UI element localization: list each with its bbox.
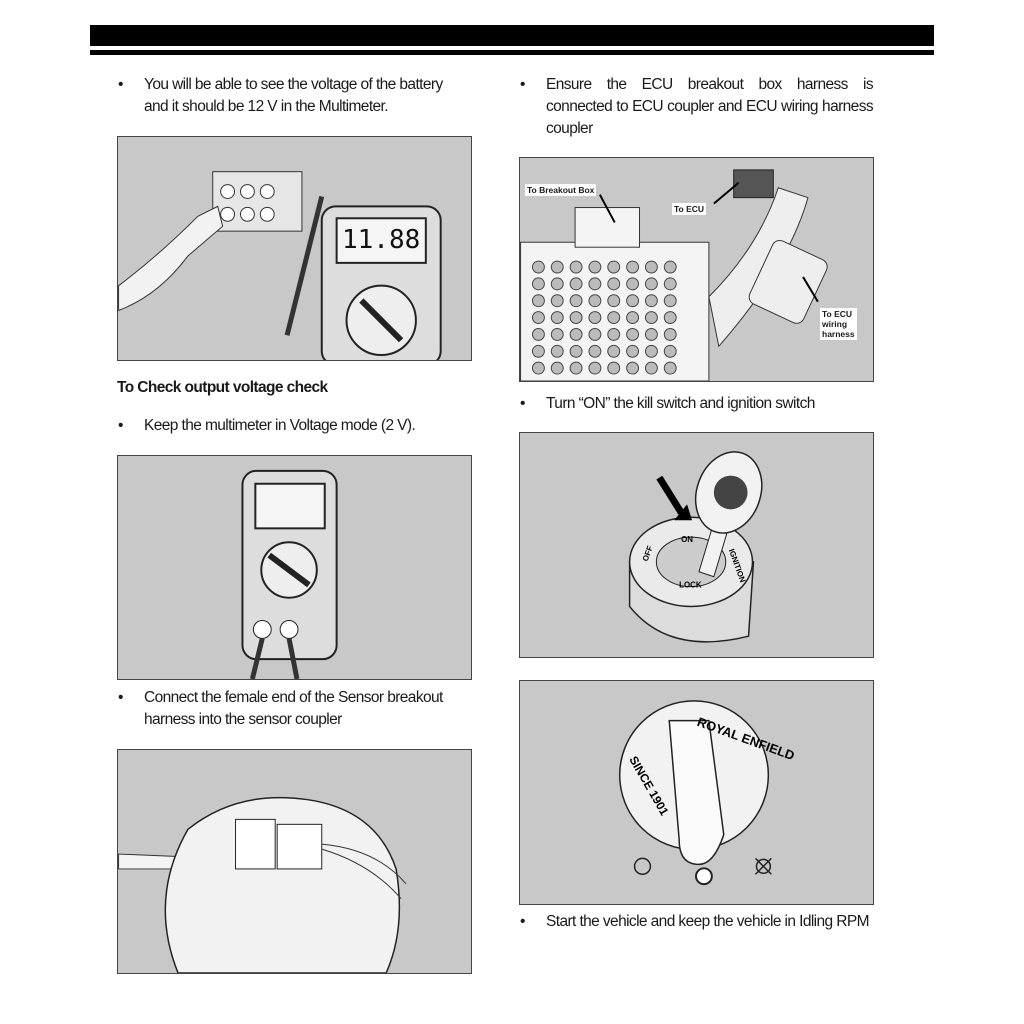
breakout-socket [531,327,545,341]
bullet-ecu-harness: • Ensure the ECU breakout box harness is… [520,76,874,137]
breakout-socket [607,327,621,341]
figure-multimeter [117,455,472,680]
breakout-socket [569,361,583,375]
breakout-socket [626,361,640,375]
breakout-socket [569,344,583,358]
breakout-socket [569,260,583,274]
figure-ecu-breakout: To Breakout Box To ECU To ECU wiring har… [519,157,874,382]
breakout-socket [663,327,677,341]
battery-multimeter-illustration [118,171,442,360]
breakout-socket [550,327,564,341]
breakout-socket [531,344,545,358]
breakout-socket [663,260,677,274]
breakout-socket [626,327,640,341]
breakout-socket [644,327,658,341]
breakout-socket [569,294,583,308]
breakout-socket [607,260,621,274]
breakout-socket [663,311,677,325]
ecu-breakout-illustration [520,169,828,381]
breakout-socket [550,294,564,308]
breakout-socket [607,361,621,375]
breakout-socket [550,277,564,291]
breakout-socket [588,294,602,308]
header-rule [90,50,934,55]
breakout-socket [626,294,640,308]
breakout-socket [588,311,602,325]
sensor-coupler-illustration [118,796,407,973]
breakout-socket [569,277,583,291]
breakout-socket [607,277,621,291]
breakout-socket [607,294,621,308]
breakout-socket [588,277,602,291]
breakout-socket [550,260,564,274]
switch-indicator-icon [695,867,713,886]
breakout-socket [550,344,564,358]
breakout-socket [626,344,640,358]
breakout-socket [607,344,621,358]
breakout-socket [569,311,583,325]
bullet-battery-voltage: • You will be able to see the voltage of… [118,76,443,115]
breakout-socket [531,277,545,291]
breakout-socket [663,344,677,358]
callout-to-ecu: To ECU [672,203,707,215]
section-heading: To Check output voltage check [117,379,328,396]
breakout-socket [588,327,602,341]
start-icon [633,857,652,876]
breakout-socket [531,294,545,308]
bullet-kill-switch: • Turn “ON” the kill switch and ignition… [520,395,815,412]
figure-royal-enfield-switch: ROYAL ENFIELD SINCE 1901 [519,680,874,905]
breakout-socket [644,344,658,358]
label-lock: LOCK [679,581,702,590]
breakout-socket [644,260,658,274]
figure-ignition-key: ON OFF LOCK IGNITION [519,432,874,658]
breakout-socket [626,260,640,274]
breakout-socket [531,361,545,375]
breakout-socket [644,311,658,325]
breakout-socket [550,311,564,325]
callout-to-ecu-wiring-harness: To ECU wiring harness [820,308,857,340]
breakout-socket [663,361,677,375]
breakout-socket [588,344,602,358]
label-on: ON [681,535,693,544]
breakout-socket [607,311,621,325]
breakout-socket [644,294,658,308]
callout-to-breakout-box: To Breakout Box [525,184,597,196]
multimeter-illustration [241,469,338,679]
kill-switch-icon [754,857,772,875]
figure-battery-multimeter: 11.88 [117,136,472,361]
header-bar [90,25,934,46]
ignition-key-illustration: ON OFF LOCK IGNITION [628,451,763,643]
bullet-sensor-harness: • Connect the female end of the Sensor b… [118,689,443,728]
breakout-socket [531,260,545,274]
multimeter-display: 11.88 [342,225,421,255]
breakout-socket [626,277,640,291]
breakout-socket [588,361,602,375]
bullet-voltage-mode: • Keep the multimeter in Voltage mode (2… [118,417,416,434]
royal-enfield-switch-illustration: ROYAL ENFIELD SINCE 1901 [618,700,797,886]
figure-sensor-coupler [117,749,472,974]
breakout-socket [644,277,658,291]
bullet-start-vehicle: • Start the vehicle and keep the vehicle… [520,913,870,930]
breakout-socket [588,260,602,274]
breakout-socket [644,361,658,375]
breakout-socket [569,327,583,341]
breakout-socket [550,361,564,375]
breakout-socket [626,311,640,325]
breakout-socket [663,277,677,291]
breakout-socket [531,311,545,325]
breakout-socket [663,294,677,308]
